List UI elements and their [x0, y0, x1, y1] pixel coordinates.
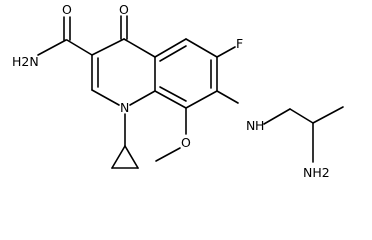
bond-c8-c8a-2	[159, 86, 187, 102]
bond-c7-c8	[185, 90, 218, 109]
bond-n1-c8a	[129, 90, 156, 106]
bond-c2-n1	[91, 89, 120, 106]
label-amine-h: H	[255, 118, 264, 133]
bonds	[37, 15, 344, 169]
bond-o-me	[155, 147, 181, 162]
bond-cp-1	[111, 145, 126, 169]
label-ring-n: N	[120, 100, 129, 115]
bond-cp-2	[124, 145, 139, 169]
bond-amide-c-n	[37, 39, 67, 56]
bond-nh-ch2	[263, 108, 291, 125]
bond-c4-c4a	[123, 38, 156, 58]
label-carbonyl-o: O	[119, 2, 129, 17]
bond-c3-c4	[91, 38, 125, 56]
bond-c6-f	[216, 46, 236, 58]
bond-c4a-c5-2	[159, 45, 187, 62]
label-methoxy-o: O	[181, 135, 191, 150]
label-terminal-amine: NH2	[303, 165, 330, 180]
bond-c4a-c5-1	[154, 38, 187, 58]
label-amine-n: N	[246, 118, 255, 133]
bond-amide-c-ring	[66, 39, 93, 56]
chemical-structure-diagram: O H2N O F N N H O NH2	[12, 2, 344, 180]
label-amide-o: O	[62, 2, 72, 17]
atom-labels: O H2N O F N N H O NH2	[12, 2, 330, 180]
label-fluorine: F	[236, 36, 243, 51]
bond-ch-ch3	[312, 106, 344, 124]
label-amide-n: H2N	[12, 54, 39, 69]
bond-c7-nh	[216, 90, 239, 104]
bond-c5-c6	[185, 38, 218, 58]
bond-c8-c8a-1	[154, 90, 187, 109]
bond-ch2-ch	[289, 108, 314, 124]
